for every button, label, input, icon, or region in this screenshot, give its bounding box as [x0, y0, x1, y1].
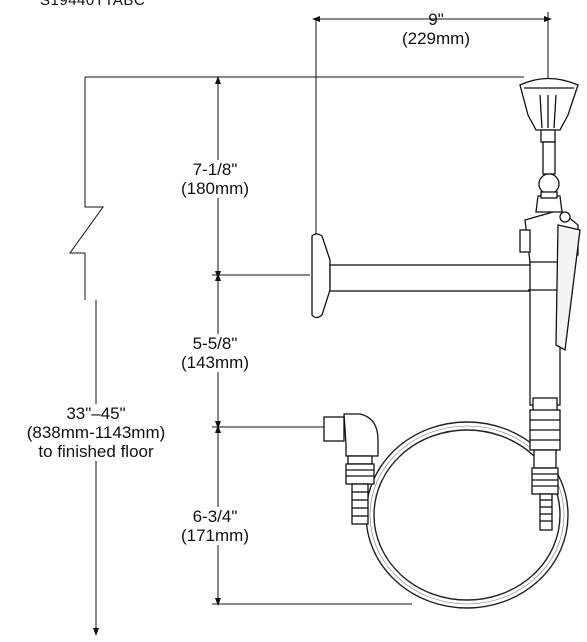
dim-arm-to-inlet-imperial: 5-5/8"	[192, 334, 238, 353]
dimension-lines	[69, 12, 552, 636]
dim-width-imperial: 9"	[428, 10, 444, 29]
dim-top-to-arm-metric: (180mm)	[180, 179, 249, 198]
dim-width-label: 9" (229mm)	[376, 10, 496, 48]
dim-arm-to-inlet-metric: (143mm)	[180, 353, 249, 372]
dim-inlet-to-bottom-imperial: 6-3/4"	[192, 507, 238, 526]
dim-mounting-height-imperial: 33"–45"	[66, 404, 126, 423]
dim-inlet-to-bottom-metric: (171mm)	[180, 526, 249, 545]
dim-width-metric: (229mm)	[401, 29, 470, 48]
dim-arm-to-inlet-label: 5-5/8" (143mm)	[160, 334, 270, 372]
dim-mounting-height-metric: (838mm-1143mm)	[26, 423, 166, 442]
wall-arm	[311, 233, 533, 319]
valve-handle	[519, 195, 581, 352]
dim-mounting-height-label: 33"–45" (838mm-1143mm) to finished floor	[4, 404, 188, 461]
dim-mounting-height-note: to finished floor	[38, 442, 154, 461]
spray-head	[519, 77, 579, 199]
dim-top-to-arm-imperial: 7-1/8"	[192, 160, 238, 179]
dim-inlet-to-bottom-label: 6-3/4" (171mm)	[160, 507, 270, 545]
valve-body	[528, 244, 562, 531]
part-number: S19440TTABC	[40, 0, 146, 9]
dim-top-to-arm-label: 7-1/8" (180mm)	[160, 160, 270, 198]
elbow-inlet	[323, 413, 379, 525]
